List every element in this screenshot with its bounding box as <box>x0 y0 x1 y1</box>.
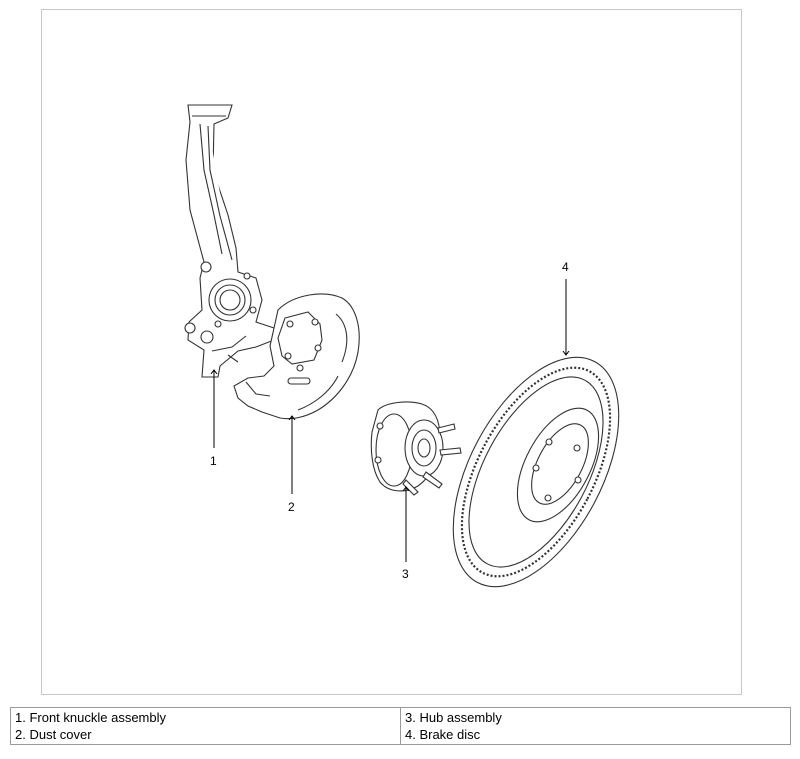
brake-disc <box>452 356 620 588</box>
legend-item-2: 2. Dust cover <box>15 727 92 742</box>
dust-cover <box>233 293 360 420</box>
front-knuckle-assembly <box>184 104 275 378</box>
legend-cell-left: 1. Front knuckle assembly 2. Dust cover <box>10 707 401 745</box>
leader-lines <box>214 279 566 562</box>
legend-item-1: 1. Front knuckle assembly <box>15 710 167 725</box>
callout-4: 4 <box>562 260 569 274</box>
figure-frame: 1 2 3 4 <box>41 9 742 695</box>
legend-table: 1. Front knuckle assembly 2. Dust cover … <box>10 707 791 745</box>
legend-row: 1. Front knuckle assembly 2. Dust cover … <box>10 707 791 745</box>
legend-item-3: 3. Hub assembly <box>405 710 502 725</box>
callout-2: 2 <box>288 500 295 514</box>
hub-assembly <box>370 401 462 496</box>
callout-3: 3 <box>402 567 409 581</box>
legend-cell-right: 3. Hub assembly 4. Brake disc <box>400 707 791 745</box>
callout-1: 1 <box>210 454 217 468</box>
legend-item-4: 4. Brake disc <box>405 727 481 742</box>
exploded-view-diagram: 1 2 3 4 <box>184 104 620 588</box>
